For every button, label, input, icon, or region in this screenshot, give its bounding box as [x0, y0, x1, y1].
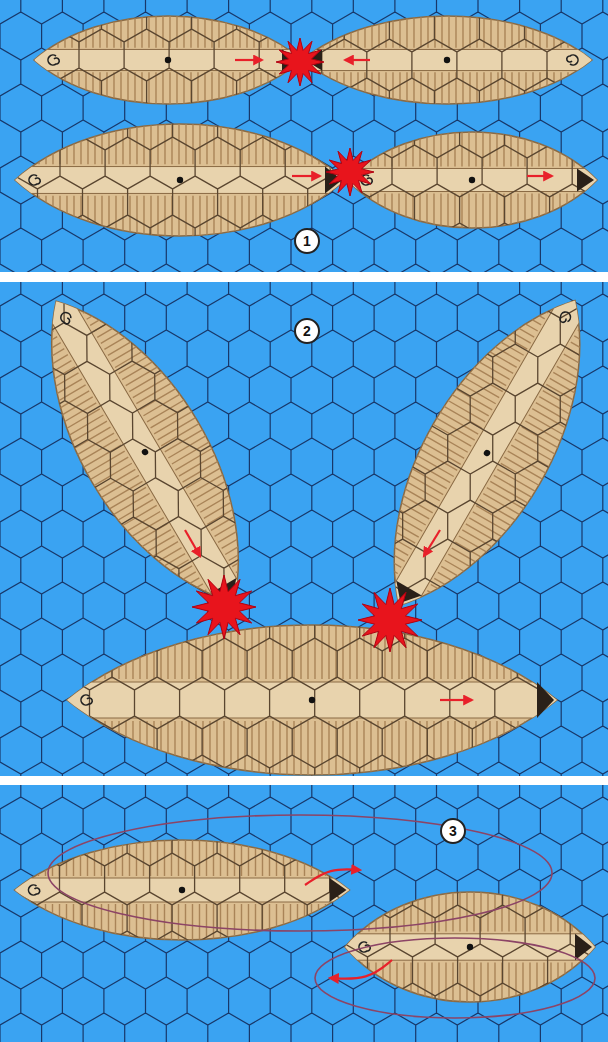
galley-ship: [0, 179, 370, 712]
hex-sea: [0, 0, 608, 272]
collision-burst: [326, 148, 374, 196]
move-arrow: [345, 59, 370, 61]
move-arrow: [330, 960, 392, 979]
galley-ship: [0, 560, 607, 846]
galley-ship: [268, 182, 608, 715]
move-arrow: [305, 869, 360, 885]
move-arrow: [424, 530, 440, 556]
turn-path: [48, 815, 552, 931]
move-arrow: [527, 175, 552, 177]
collision-burst: [276, 38, 324, 86]
callout-number: 2: [294, 318, 320, 344]
galley-ship: [0, 59, 420, 306]
collision-burst: [192, 575, 256, 639]
collision-burst: [358, 588, 422, 652]
galley-ship: [280, 67, 608, 275]
move-arrow: [292, 175, 320, 177]
turn-path: [315, 938, 595, 1018]
move-arrow: [440, 699, 472, 701]
hex-sea: [0, 785, 608, 1042]
move-arrow: [185, 530, 200, 556]
move-arrow: [235, 59, 262, 61]
hex-sea: [0, 282, 608, 776]
callout-number: 3: [440, 818, 466, 844]
callout-number: 1: [294, 228, 320, 254]
galley-ship: [278, 827, 608, 1042]
